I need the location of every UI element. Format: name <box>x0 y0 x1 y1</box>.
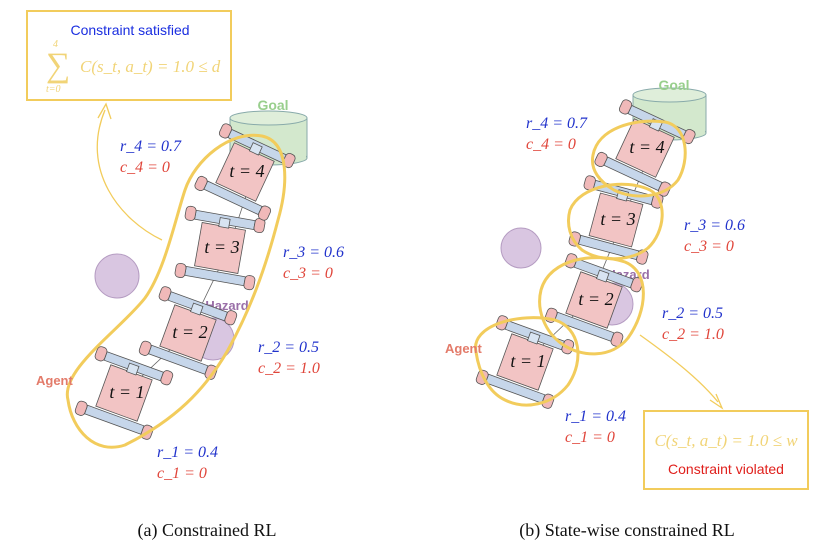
trajectory-a <box>123 171 255 394</box>
callout-arrowhead-a <box>97 102 112 120</box>
cost-a-2: c_2 = 1.0 <box>258 360 320 377</box>
step-label-b-2: t = 2 <box>578 289 613 309</box>
callout-connector-b <box>639 334 719 403</box>
goal-label-b: Goal <box>658 77 689 93</box>
reward-b-3: r_3 = 0.6 <box>684 217 745 234</box>
constraint-region-b-4 <box>590 119 687 198</box>
cost-b-4: c_4 = 0 <box>526 136 576 153</box>
agent-label-b: Agent <box>445 341 483 356</box>
reward-a-3: r_3 = 0.6 <box>283 244 344 261</box>
caption-b: (b) State-wise constrained RL <box>519 520 734 541</box>
step-label-a-1: t = 1 <box>109 382 144 402</box>
step-label-a-2: t = 2 <box>172 322 207 342</box>
agent-label-a: Agent <box>36 373 74 388</box>
step-label-a-4: t = 4 <box>229 161 264 181</box>
reward-a-1: r_1 = 0.4 <box>157 444 218 461</box>
reward-a-4: r_4 = 0.7 <box>120 138 182 155</box>
constraint-formula-a: C(s_t, a_t) = 1.0 ≤ d <box>80 57 221 76</box>
goal-label-a: Goal <box>257 97 288 113</box>
cost-a-1: c_1 = 0 <box>157 465 207 482</box>
cost-a-3: c_3 = 0 <box>283 265 333 282</box>
hazard-b-1 <box>500 227 542 269</box>
reward-b-4: r_4 = 0.7 <box>526 115 588 132</box>
cost-b-1: c_1 = 0 <box>565 429 615 446</box>
callout-connector-a <box>96 109 163 241</box>
step-label-b-3: t = 3 <box>600 209 635 229</box>
constraint-box-b <box>643 410 809 490</box>
reward-a-2: r_2 = 0.5 <box>258 339 319 356</box>
hazard-a-1 <box>94 253 140 299</box>
sum-upper-limit: 4 <box>53 39 58 50</box>
cost-b-3: c_3 = 0 <box>684 238 734 255</box>
callout-arrowhead-b <box>709 393 724 410</box>
constraint-region-b-3 <box>567 182 664 261</box>
constraint-region-b-2 <box>538 256 645 356</box>
constraint-region-a <box>65 133 287 449</box>
cost-b-2: c_2 = 1.0 <box>662 326 724 343</box>
constraint-formula-b: C(s_t, a_t) = 1.0 ≤ w <box>654 431 798 450</box>
panel-b: Goal Hazard t = 1 t = 2 t = 3 t = 4 Agen… <box>445 77 809 541</box>
panel-a: Constraint satisfied ∑ 4 t=0 C(s_t, a_t)… <box>26 10 344 541</box>
constraint-satisfied-label: Constraint satisfied <box>70 22 189 38</box>
constraint-region-b-1 <box>474 316 580 407</box>
reward-b-1: r_1 = 0.4 <box>565 408 626 425</box>
caption-a: (a) Constrained RL <box>138 520 277 541</box>
sum-lower-limit: t=0 <box>46 84 61 95</box>
constraint-box-a <box>26 10 232 101</box>
constraint-violated-label: Constraint violated <box>668 461 784 477</box>
step-label-a-3: t = 3 <box>204 237 239 257</box>
step-label-b-1: t = 1 <box>510 351 545 371</box>
sum-symbol: ∑ <box>46 47 70 84</box>
cost-a-4: c_4 = 0 <box>120 159 170 176</box>
step-label-b-4: t = 4 <box>629 137 664 157</box>
reward-b-2: r_2 = 0.5 <box>662 305 723 322</box>
